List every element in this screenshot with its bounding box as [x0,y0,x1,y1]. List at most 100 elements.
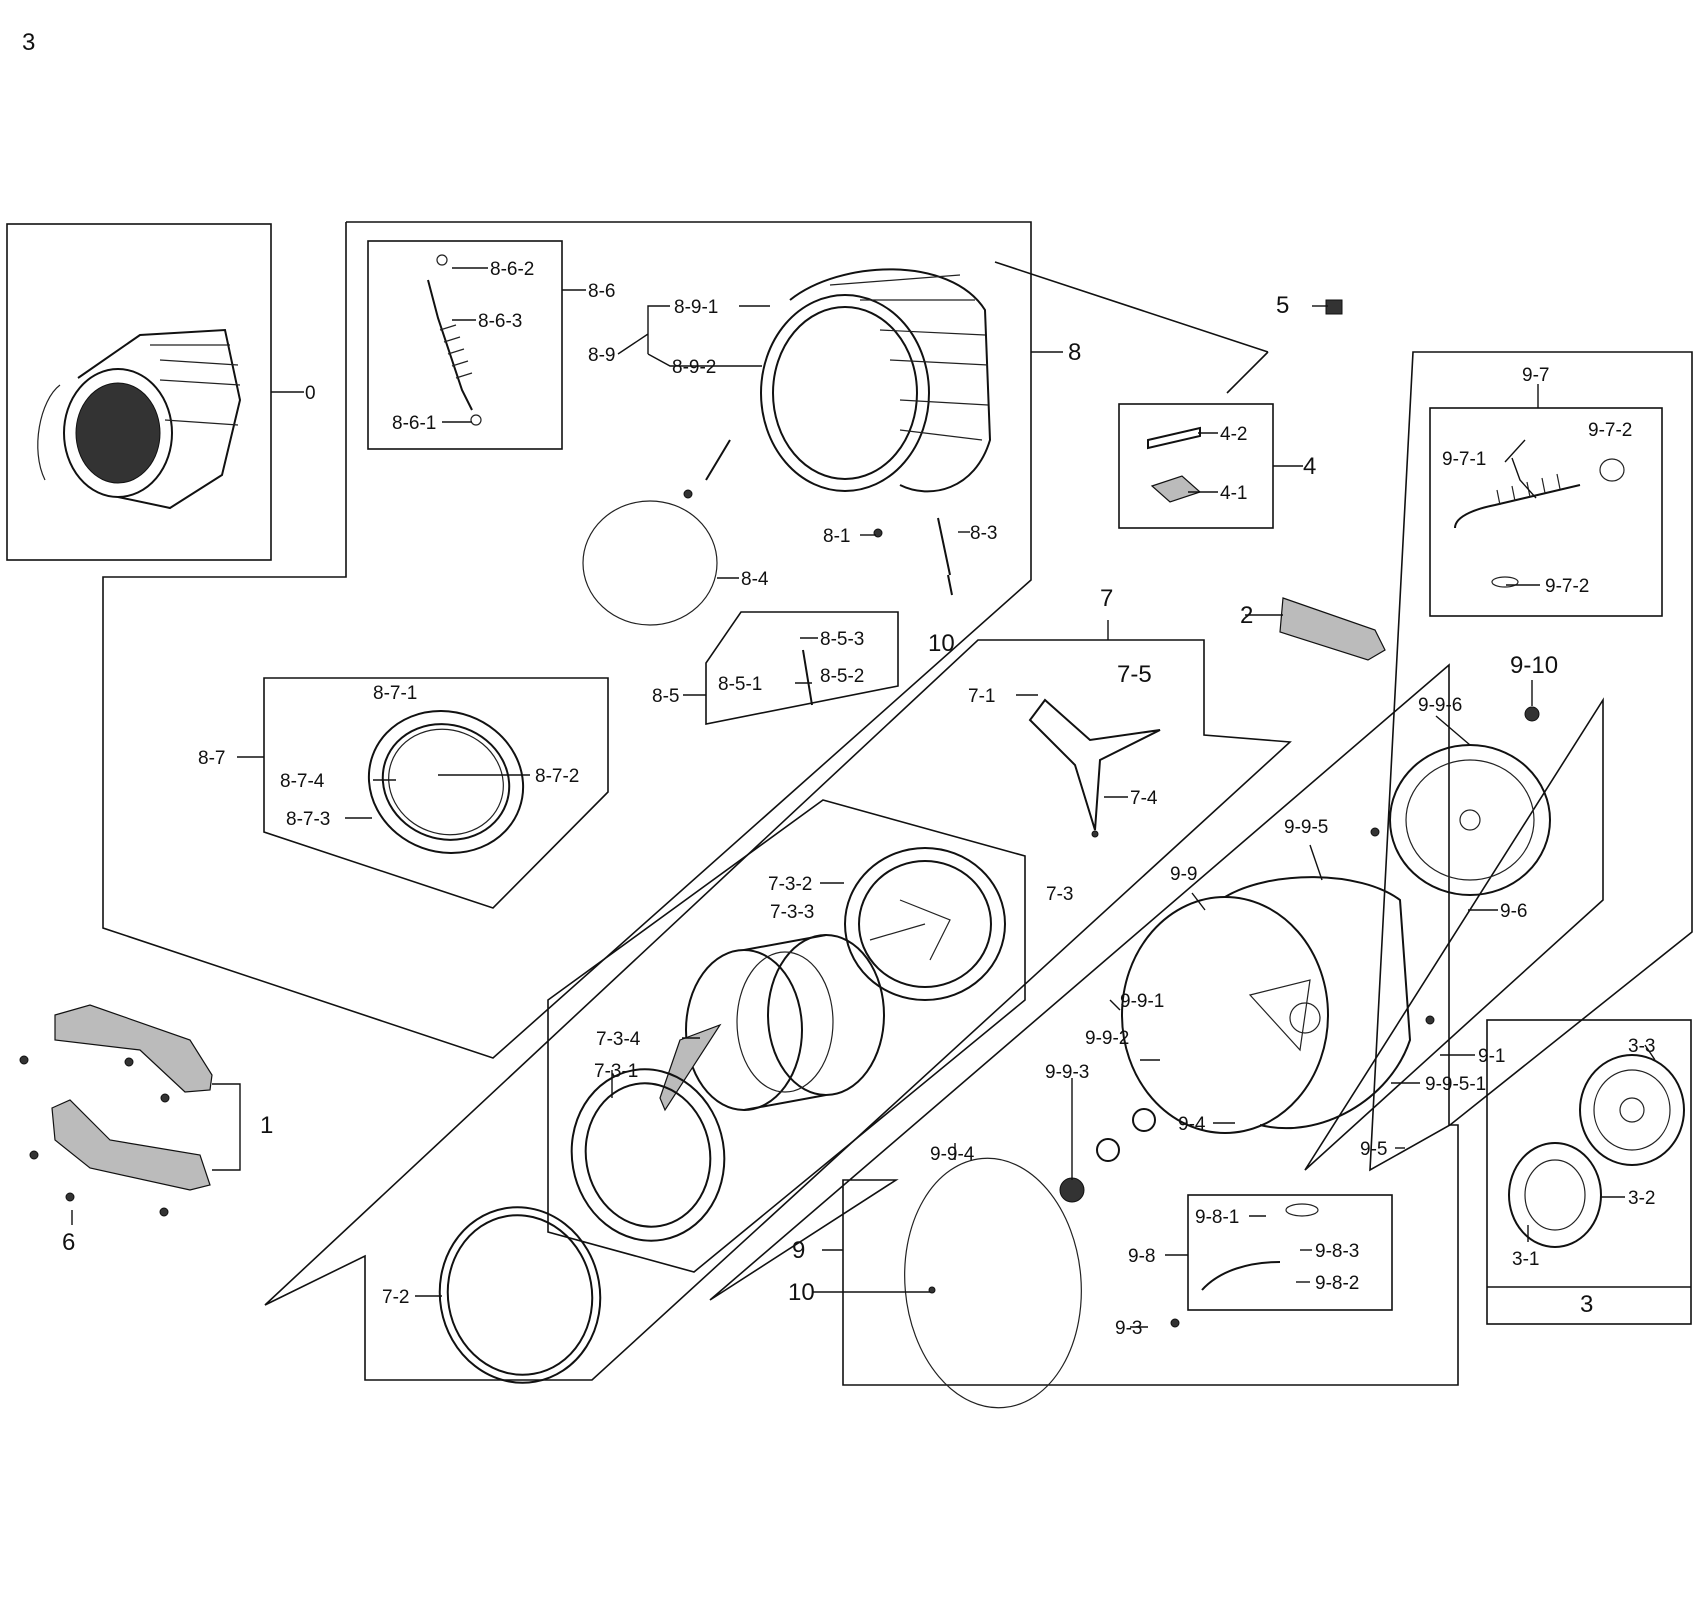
callout-8-9-1: 8-9-1 [674,297,718,318]
frame-group-9-8 [1187,1194,1393,1311]
bearing-icon [1096,1138,1120,1162]
screw-icons [19,489,1435,1328]
front-tub-icon [760,268,992,493]
callout-8-7: 8-7 [198,748,225,769]
drum-icon [685,934,885,1111]
callout-8-5-1: 8-5-1 [718,674,762,695]
lifter-icon [659,1023,722,1112]
callout-9-8-1: 9-8-1 [1195,1207,1239,1228]
nut-icon [1524,706,1540,722]
callout-4: 4 [1303,453,1316,480]
frame-line [994,261,1269,353]
page-number: 3 [22,29,35,56]
drain-hose-icon [427,254,482,426]
callout-8-9: 8-9 [588,345,615,366]
frame-group-9-9-6 [1304,697,1604,1171]
callout-6: 6 [62,1229,75,1256]
callout-9-7-1: 9-7-1 [1442,449,1486,470]
callout-8-6-3: 8-6-3 [478,311,522,332]
thermistor-icon [1150,475,1202,503]
clamp-icon [1285,1203,1319,1217]
callout-7-3-4: 7-3-4 [596,1029,641,1050]
callout-8-7-2: 8-7-2 [535,766,579,787]
callout-8-5-3: 8-5-3 [820,629,864,650]
callout-9-7-2-upper: 9-7-2 [1588,420,1632,441]
callout-9-9: 9-9 [1170,864,1197,885]
callout-3-1: 3-1 [1512,1249,1539,1270]
callout-9-9-3: 9-9-3 [1045,1062,1089,1083]
callout-5: 5 [1276,292,1289,319]
bearing-icon [1132,1108,1156,1132]
callout-8-7-4: 8-7-4 [280,771,325,792]
callout-9-9-5: 9-9-5 [1284,817,1328,838]
frame-group-8-7 [263,677,609,909]
leader-lines [71,267,1656,1328]
callout-9-8: 9-8 [1128,1246,1155,1267]
callout-7-5: 7-5 [1117,661,1152,688]
balance-ring-icon [438,1206,602,1384]
callout-7-3-2: 7-3-2 [768,874,812,895]
callout-0: 0 [305,383,316,404]
callout-1: 1 [260,1112,273,1139]
callout-7-3-3: 7-3-3 [770,902,814,923]
callout-8-4: 8-4 [741,569,769,590]
callout-8-6-1: 8-6-1 [392,413,436,434]
callout-8-9-2: 8-9-2 [672,357,716,378]
callout-9-10: 9-10 [1510,652,1558,679]
callout-7: 7 [1100,585,1113,612]
callout-8-3: 8-3 [970,523,997,544]
callout-9-7: 9-7 [1522,365,1549,386]
motor-rotor-icon [1579,1054,1685,1166]
callout-7-2: 7-2 [382,1287,409,1308]
door-diaphragm-icon [367,710,525,854]
callout-8-5-2: 8-5-2 [820,666,864,687]
counterweight-icon [1279,597,1386,661]
tub-seal-ring-icon [582,500,718,626]
air-hose-icon [1454,458,1625,588]
callout-9-9-6: 9-9-6 [1418,695,1462,716]
callout-3: 3 [1580,1291,1593,1318]
callout-8-6-2: 8-6-2 [490,259,534,280]
frame-group-9 [709,663,1459,1386]
rear-tub-icon [1121,876,1412,1134]
frame-group-9-7 [1429,407,1663,617]
oil-seal-icon [1059,1177,1085,1203]
heater-icon [1147,426,1201,450]
frame-group-9-7-outer [1369,351,1693,1172]
callout-9-8-3: 9-8-3 [1315,1241,1359,1262]
callout-7-3-1: 7-3-1 [594,1061,638,1082]
callout-7-1: 7-1 [968,686,995,707]
damper-icon [937,517,953,596]
spring-icon [705,439,731,481]
frame-group-4 [1118,403,1274,529]
drum-back-icon [844,847,1006,1001]
parts [19,254,1685,1409]
callout-9-6: 9-6 [1500,901,1527,922]
drain-bellows-icon [1201,1261,1281,1291]
frame-line [1226,351,1269,394]
callout-4-2: 4-2 [1220,424,1247,445]
callout-9-9-2: 9-9-2 [1085,1028,1129,1049]
callout-9-9-5-1: 9-9-5-1 [1425,1074,1486,1095]
callout-9-9-1: 9-9-1 [1120,991,1164,1012]
callout-9: 9 [792,1237,805,1264]
complete-tub-assembly-icon [37,328,242,510]
callout-9-1: 9-1 [1478,1046,1505,1067]
frame-group-7-3 [547,799,1026,1273]
callout-9-3: 9-3 [1115,1318,1142,1339]
drum-front-icon [570,1068,726,1242]
callout-4-1: 4-1 [1220,483,1247,504]
motor-stator-icon [1508,1142,1602,1248]
spider-arm-icon [1028,698,1161,831]
frame-group-8-6 [367,240,563,450]
callout-2: 2 [1240,602,1253,629]
tub-gasket-icon [904,1157,1082,1409]
frame-group-3 [1486,1019,1692,1325]
callout-3-3: 3-3 [1628,1036,1655,1057]
callout-8-1: 8-1 [823,526,850,547]
callout-9-8-2: 9-8-2 [1315,1273,1359,1294]
callout-8-7-1: 8-7-1 [373,683,417,704]
bracket-upper-icon [54,1004,213,1093]
callout-10-lower: 10 [788,1279,815,1306]
